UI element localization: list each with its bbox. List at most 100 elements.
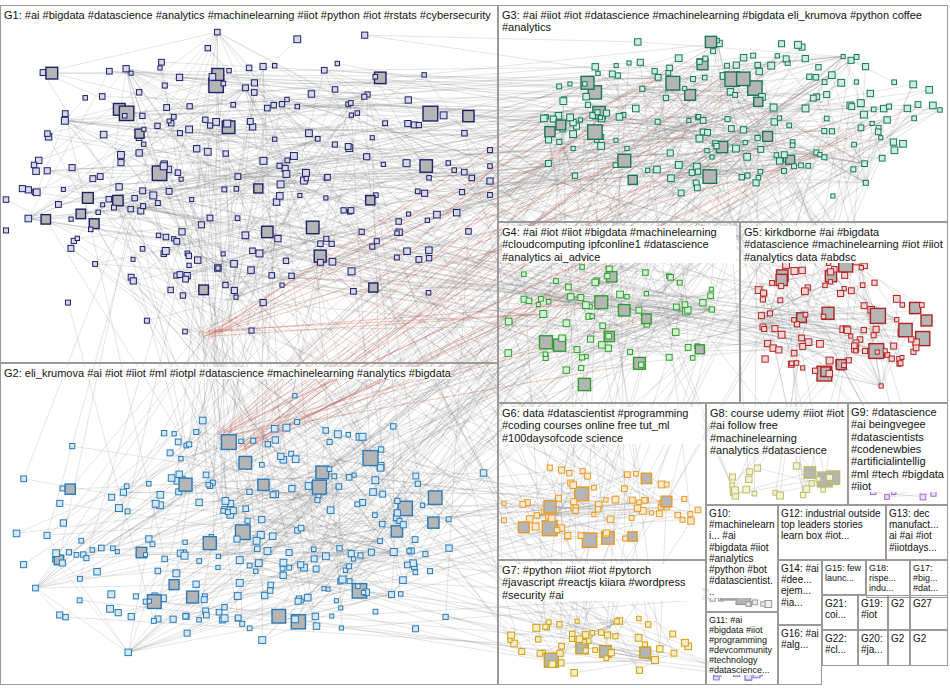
vertex-marker (563, 367, 569, 373)
vertex-marker (828, 269, 834, 275)
vertex-marker (666, 71, 671, 76)
vertex-marker (265, 105, 271, 111)
vertex-marker (560, 98, 567, 105)
vertex-marker (61, 117, 68, 124)
vertex-marker (862, 349, 867, 354)
vertex-marker (599, 342, 606, 349)
graph-edge (154, 602, 579, 640)
vertex-marker (580, 265, 585, 270)
vertex-marker (674, 304, 680, 310)
vertex-marker (863, 180, 868, 185)
vertex-marker (199, 285, 209, 295)
vertex-marker (174, 238, 180, 244)
vertex-marker (488, 148, 493, 153)
vertex-marker (242, 232, 249, 239)
vertex-marker (234, 187, 239, 192)
vertex-marker (821, 314, 826, 319)
vertex-marker (83, 96, 87, 100)
graph-edge (189, 83, 254, 444)
graph-edge (744, 58, 849, 361)
vertex-marker (132, 195, 137, 200)
vertex-marker (695, 345, 704, 354)
vertex-marker (155, 123, 160, 128)
vertex-marker (69, 217, 73, 221)
vertex-marker (209, 74, 216, 81)
vertex-marker (140, 113, 145, 118)
vertex-marker (838, 79, 845, 86)
graph-edge (52, 73, 318, 139)
vertex-marker (614, 64, 618, 68)
vertex-marker (829, 129, 834, 134)
vertex-marker (204, 148, 211, 155)
vertex-marker (3, 197, 8, 202)
graph-edge (128, 541, 256, 653)
vertex-marker (271, 102, 276, 107)
vertex-marker (709, 287, 713, 291)
vertex-marker (279, 102, 284, 107)
vertex-marker (751, 53, 756, 58)
vertex-marker (807, 74, 812, 79)
graph-edge (170, 453, 755, 602)
graph-edge (68, 303, 154, 621)
vertex-marker (879, 384, 883, 388)
graph-edge (768, 344, 882, 386)
graph-edge (212, 77, 828, 264)
graph-edge (37, 121, 65, 193)
vertex-marker (33, 168, 40, 175)
vertex-marker (568, 294, 574, 300)
graph-edge (681, 57, 843, 193)
vertex-marker (600, 323, 606, 329)
graph-edge (348, 435, 511, 636)
vertex-marker (160, 163, 167, 170)
graph-edge (332, 262, 901, 358)
vertex-marker (369, 283, 378, 292)
graph-edge (206, 118, 544, 336)
vertex-marker (97, 174, 103, 180)
graph-edge (590, 57, 857, 307)
graph-edge (234, 264, 864, 330)
vertex-marker (144, 318, 149, 323)
vertex-marker (82, 193, 93, 204)
graph-edge (399, 232, 581, 535)
vertex-marker (810, 95, 816, 101)
vertex-marker (128, 206, 133, 211)
vertex-marker (235, 216, 240, 221)
vertex-marker (828, 72, 835, 79)
vertex-marker (739, 175, 744, 180)
vertex-marker (702, 75, 707, 80)
vertex-marker (823, 283, 827, 287)
vertex-marker (709, 307, 714, 312)
vertex-marker (129, 71, 133, 75)
vertex-marker (852, 343, 858, 349)
vertex-marker (348, 101, 353, 106)
vertex-marker (778, 298, 783, 303)
vertex-marker (857, 100, 864, 107)
graph-edge (126, 69, 189, 256)
vertex-marker (381, 162, 385, 166)
vertex-marker (729, 126, 735, 132)
vertex-marker (221, 81, 226, 86)
vertex-marker (628, 175, 637, 184)
graph-edge (472, 108, 774, 178)
vertex-marker (306, 221, 319, 234)
graph-edge (119, 103, 351, 508)
vertex-marker (427, 176, 431, 180)
vertex-marker (703, 56, 708, 61)
vertex-marker (848, 288, 854, 294)
graph-edge (47, 88, 245, 134)
graph-edge (205, 118, 914, 596)
vertex-marker (136, 150, 142, 156)
vertex-marker (615, 73, 620, 78)
vertex-marker (892, 80, 897, 85)
vertex-marker (224, 120, 231, 127)
vertex-marker (755, 62, 760, 67)
vertex-marker (678, 190, 684, 196)
vertex-marker (801, 366, 805, 370)
graph-edge (732, 79, 876, 329)
vertex-marker (777, 158, 783, 164)
vertex-marker (142, 127, 146, 131)
vertex-marker (762, 356, 768, 362)
vertex-marker (545, 137, 551, 143)
vertex-marker (779, 41, 785, 47)
vertex-marker (459, 190, 464, 195)
